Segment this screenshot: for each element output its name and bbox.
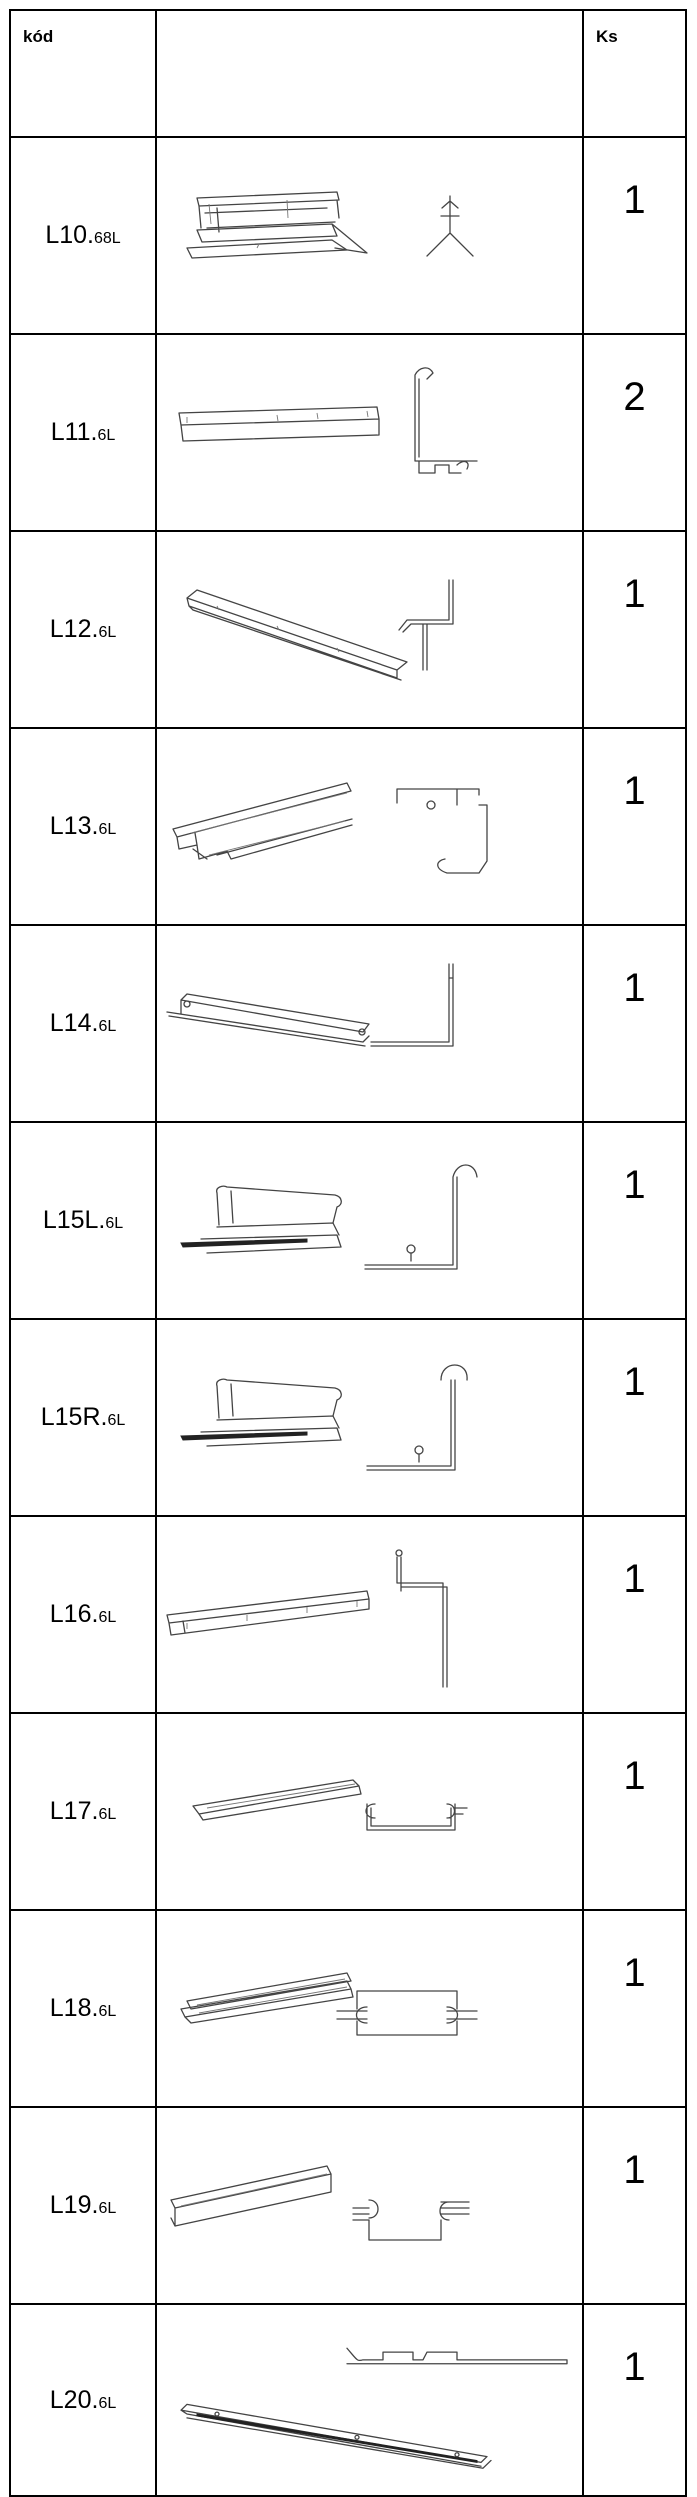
part-code-main: L18. [49,1994,99,2022]
part-code: L16.6L [9,1515,157,1714]
profile-l15r-drawing [155,1318,584,1517]
part-code-main: L15L. [42,1206,106,1234]
part-code: L11.6L [9,333,157,532]
table-row: L15L.6L 1 [9,1121,687,1320]
part-code-suffix: 68L [93,230,121,247]
header-qty: Ks [582,9,687,138]
profile-l18-drawing [155,1909,584,2108]
part-code-suffix: 6L [97,427,116,444]
table-row: L18.6L 1 [9,1909,687,2108]
part-code: L15R.6L [9,1318,157,1517]
profile-l10-drawing [155,136,584,335]
part-code: L19.6L [9,2106,157,2305]
table-row: L16.6L 1 [9,1515,687,1714]
part-code: L12.6L [9,530,157,729]
table-row: L15R.6L 1 [9,1318,687,1517]
part-qty: 1 [582,727,687,926]
profile-l20-drawing [155,2303,584,2497]
profile-l13-drawing [155,727,584,926]
part-code-main: L12. [49,615,99,643]
part-qty: 1 [582,2106,687,2305]
part-code-main: L19. [49,2191,99,2219]
part-code-main: L13. [49,812,99,840]
part-qty: 1 [582,924,687,1123]
table-row: L12.6L 1 [9,530,687,729]
part-qty: 2 [582,333,687,532]
part-code-suffix: 6L [107,1412,126,1429]
part-code-suffix: 6L [105,1215,124,1232]
profile-l11-drawing [155,333,584,532]
part-code-main: L11. [50,418,98,446]
part-code-main: L17. [49,1797,99,1825]
part-code-suffix: 6L [98,624,117,641]
part-code-suffix: 6L [98,2003,117,2020]
part-code-main: L15R. [40,1403,108,1431]
part-code-main: L16. [49,1600,99,1628]
table-row: L13.6L 1 [9,727,687,926]
profile-l14-drawing [155,924,584,1123]
table-row: L17.6L 1 [9,1712,687,1911]
header-drawing [155,9,584,138]
header-code: kód [9,9,157,138]
part-qty: 1 [582,1712,687,1911]
part-code: L20.6L [9,2303,157,2497]
table-row: L20.6L 1 [9,2303,687,2497]
part-code-main: L20. [49,2385,99,2414]
part-code-main: L14. [49,1009,99,1037]
part-qty: 1 [582,1121,687,1320]
profile-l17-drawing [155,1712,584,1911]
part-qty: 1 [582,2303,687,2497]
profile-l12-drawing [155,530,584,729]
part-code: L13.6L [9,727,157,926]
part-code-suffix: 6L [98,2394,117,2412]
table-row: L14.6L 1 [9,924,687,1123]
header-row: kód Ks [9,9,687,138]
part-code-suffix: 6L [98,1609,117,1626]
part-code-suffix: 6L [98,1018,117,1035]
part-qty: 1 [582,1515,687,1714]
part-code: L18.6L [9,1909,157,2108]
part-code: L10.68L [9,136,157,335]
profile-l19-drawing [155,2106,584,2305]
part-qty: 1 [582,136,687,335]
profile-l15l-drawing [155,1121,584,1320]
part-qty: 1 [582,530,687,729]
parts-table: kód Ks L10.68L 1 L11.6L [9,9,687,2497]
part-qty: 1 [582,1318,687,1517]
table-row: L11.6L 2 [9,333,687,532]
part-code: L17.6L [9,1712,157,1911]
part-qty: 1 [582,1909,687,2108]
part-code: L14.6L [9,924,157,1123]
part-code-suffix: 6L [98,1806,117,1823]
part-code-suffix: 6L [98,821,117,838]
table-row: L10.68L 1 [9,136,687,335]
profile-l16-drawing [155,1515,584,1714]
part-code-suffix: 6L [98,2200,117,2217]
table-row: L19.6L 1 [9,2106,687,2305]
part-code-main: L10. [45,221,94,249]
part-code: L15L.6L [9,1121,157,1320]
